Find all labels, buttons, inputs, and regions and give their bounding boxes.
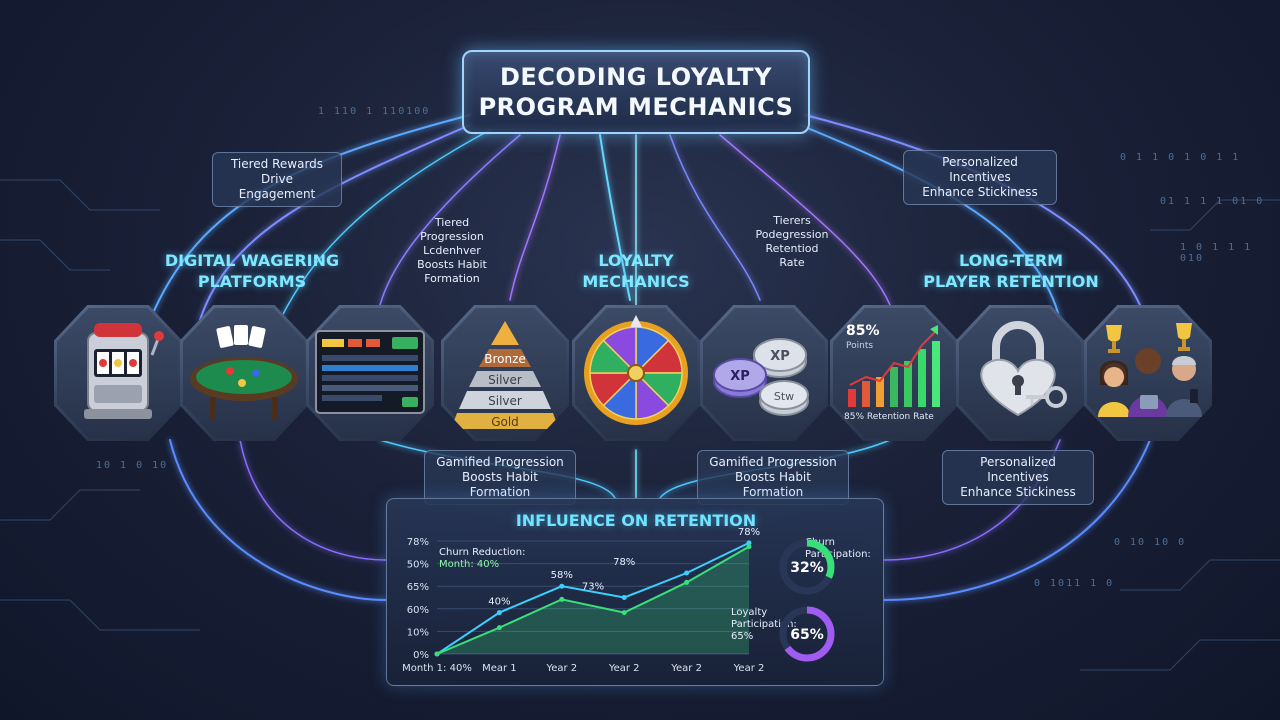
churn-annotation: Churn Reduction: Month: 40%: [439, 547, 526, 570]
y-tick-label: 60%: [407, 605, 429, 616]
data-point: [621, 610, 627, 616]
growth-chart-icon: 85% Points 85% Retention Rate: [844, 323, 940, 422]
growth-value: 85%: [846, 323, 880, 339]
binary-text: 10 1 0 10: [96, 460, 169, 471]
tile-slot-machine: [54, 305, 182, 441]
slot-machine-icon: [84, 323, 164, 419]
data-point: [496, 625, 502, 631]
prize-wheel-icon: [584, 315, 688, 425]
heading-digital-wagering: DIGITAL WAGERING PLATFORMS: [164, 251, 340, 291]
retention-panel: INFLUENCE ON RETENTION 0% 10% 60% 65% 50% 78%…: [386, 498, 884, 686]
label-tierers-podegression: Tierers Podegression Retentiod Rate: [755, 214, 829, 269]
binary-text: 01 1 1 1 01 0: [1160, 196, 1265, 207]
tile-tier-pyramid: Bronze Silver Silver Gold: [441, 305, 569, 441]
growth-caption: 85% Retention Rate: [844, 412, 934, 422]
title-box: DECODING LOYALTY PROGRAM MECHANICS: [462, 50, 810, 134]
x-tick-label: Year 2: [670, 663, 702, 674]
donut-value: 32%: [790, 560, 824, 576]
tier-label: Silver: [488, 394, 522, 408]
data-label: 40%: [488, 597, 510, 608]
y-tick-label: 78%: [407, 537, 429, 548]
series-line: [436, 541, 750, 655]
loyalty-annotation: Loyalty Participation: 65%: [731, 607, 797, 642]
page-title: DECODING LOYALTY PROGRAM MECHANICS: [478, 63, 794, 121]
label-tiered-progression: Tiered Progression Lcdenhver Boosts Habi…: [417, 216, 487, 285]
series-area: [437, 546, 749, 654]
data-point: [559, 596, 565, 602]
donut-label: Churn Participation:: [805, 537, 871, 560]
happy-players-trophies-icon: [1098, 323, 1202, 417]
retention-chart: 0% 10% 60% 65% 50% 78% Month 1: 40% Mear 1 Year …: [402, 527, 765, 674]
tier-label: Bronze: [484, 352, 526, 366]
data-point: [746, 540, 752, 546]
data-point: [434, 651, 440, 657]
data-label: 73%: [582, 582, 604, 593]
dashboard-screen-icon: [315, 330, 425, 414]
data-point: [496, 610, 502, 616]
heading-long-term-retention: LONG-TERM PLAYER RETENTION: [923, 251, 1099, 291]
tile-growth-chart: 85% Points 85% Retention Rate: [830, 305, 958, 441]
tile-heart-lock: [956, 305, 1084, 441]
y-tick-label: 65%: [407, 582, 429, 593]
coin-label: XP: [770, 349, 790, 364]
pyramid-tiers-icon: Bronze Silver Silver Gold: [451, 321, 559, 429]
x-tick-label: Mear 1: [482, 663, 517, 674]
label-tiered-rewards: Tiered Rewards Drive Engagement: [212, 152, 342, 207]
tier-label: Silver: [488, 373, 522, 387]
label-gamified-right: Gamified Progression Boosts Habit Format…: [697, 450, 849, 505]
data-point: [621, 595, 627, 600]
y-tick-label: 10%: [407, 627, 429, 638]
donut-charts: 32% 65%: [779, 539, 835, 662]
data-point: [684, 579, 690, 585]
binary-text: 1 110 1 110100: [318, 106, 431, 117]
tile-poker-table: [180, 305, 308, 441]
x-tick-label: Month 1: 40%: [402, 663, 472, 674]
label-gamified-left: Gamified Progression Boosts Habit Format…: [424, 450, 576, 505]
data-point: [559, 583, 565, 589]
wheel-segment: [602, 326, 637, 375]
label-personalized-top: Personalized Incentives Enhance Stickine…: [903, 150, 1057, 205]
x-tick-label: Year 2: [733, 663, 765, 674]
x-tick-label: Year 2: [545, 663, 577, 674]
tile-prize-wheel: [572, 305, 700, 441]
tier-label: Gold: [491, 415, 519, 429]
xp-coins-icon: XP XP Stw: [713, 338, 809, 416]
donut-arc: [779, 539, 835, 595]
donut-value: 65%: [790, 627, 824, 643]
binary-text: 0 10 10 0: [1114, 537, 1187, 548]
coin-label: XP: [730, 369, 750, 384]
label-personalized-bottom: Personalized Incentives Enhance Stickine…: [942, 450, 1094, 505]
panel-title: INFLUENCE ON RETENTION: [515, 511, 757, 530]
y-tick-label: 0%: [413, 650, 429, 661]
data-point: [746, 544, 752, 550]
poker-table-icon: [190, 325, 298, 419]
x-tick-label: Year 2: [608, 663, 640, 674]
tile-happy-players: [1084, 305, 1212, 441]
donut-arc: [779, 606, 835, 662]
coin-label: Stw: [774, 390, 794, 403]
series-line: [436, 545, 750, 655]
data-point: [684, 570, 690, 576]
heart-lock-key-icon: [980, 321, 1067, 417]
growth-sub: Points: [846, 341, 873, 351]
tile-xp-coins: XP XP Stw: [700, 305, 828, 441]
tile-dashboard: [306, 305, 434, 441]
heading-loyalty-mechanics: LOYALTY MECHANICS: [582, 251, 690, 291]
binary-text: 0 1011 1 0: [1034, 578, 1115, 589]
y-tick-label: 50%: [407, 560, 429, 571]
data-label: 78%: [613, 557, 635, 568]
binary-text: 0 1 1 0 1 0 1 1: [1120, 152, 1241, 163]
data-label: 58%: [551, 570, 573, 581]
binary-text: 1 0 1 1 1 010: [1180, 242, 1253, 264]
data-label: 78%: [738, 527, 760, 538]
